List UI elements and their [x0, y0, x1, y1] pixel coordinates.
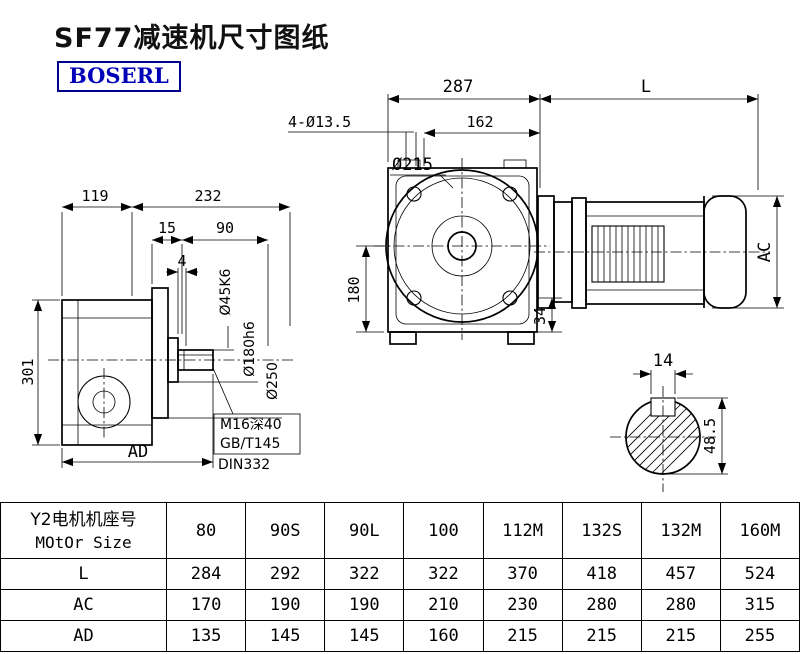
- table-cell: 457: [640, 558, 721, 590]
- dim-180: 180: [345, 276, 363, 303]
- dim-bolt-holes: 4-Ø13.5: [288, 113, 351, 131]
- motor-size-table: Y2电机机座号 MOtOr Size 80 90S 90L 100 112M 1…: [0, 502, 800, 652]
- foot: [507, 331, 535, 345]
- dim-162: 162: [466, 113, 493, 131]
- front-view: [374, 158, 550, 345]
- size-header: 90L: [324, 502, 405, 559]
- size-header: 132M: [640, 502, 721, 559]
- dim-key-height: 48.5: [701, 418, 719, 454]
- dim-15: 15: [158, 219, 176, 237]
- dim-287: 287: [443, 77, 474, 97]
- dim-AC: AC: [755, 242, 775, 262]
- dim-key-width: 14: [653, 351, 673, 371]
- dim-spigot-diameter: Ø180h6: [242, 321, 258, 377]
- dim-34: 34: [531, 307, 549, 325]
- dim-AD: AD: [128, 442, 148, 462]
- row-label: L: [0, 558, 167, 590]
- note-din-standard: DIN332: [218, 457, 270, 473]
- technical-drawing: 119 232 15 90 4 301 AD Ø45K6 Ø180h6 Ø250: [19, 77, 784, 492]
- size-header: 90S: [245, 502, 326, 559]
- shaft-section: 14 48.5: [610, 351, 728, 492]
- page-title: SF77减速机尺寸图纸: [54, 23, 330, 54]
- bolt-hole: [502, 290, 518, 306]
- row-label: AC: [0, 589, 167, 621]
- size-header: 80: [165, 502, 247, 559]
- note-gb-standard: GB/T145: [220, 436, 280, 452]
- table-row-AC: AC 170 190 190 210 230 280 280 315: [0, 589, 800, 621]
- table-cell: 280: [561, 589, 642, 621]
- size-header: 112M: [482, 502, 563, 559]
- bolt-hole: [406, 186, 422, 202]
- bolt-hole: [502, 186, 518, 202]
- table-cell: 190: [245, 589, 326, 621]
- size-header: 100: [403, 502, 484, 559]
- brand-logo: BOSERL: [57, 61, 181, 92]
- dim-4: 4: [177, 252, 186, 270]
- dim-flange-circle: Ø215: [392, 155, 433, 175]
- table-cell: 160: [403, 620, 484, 652]
- motor-view: [534, 195, 770, 309]
- table-cell: 418: [561, 558, 642, 590]
- table-cell: 145: [245, 620, 326, 652]
- table-cell: 322: [324, 558, 405, 590]
- table-row-AD: AD 135 145 145 160 215 215 215 255: [0, 620, 800, 652]
- table-cell: 210: [403, 589, 484, 621]
- dim-119: 119: [81, 187, 108, 205]
- foot: [389, 331, 417, 345]
- size-header: 132S: [561, 502, 642, 559]
- table-cell: 255: [719, 620, 800, 652]
- table-corner-cell: Y2电机机座号 MOtOr Size: [0, 502, 167, 559]
- table-cell: 230: [482, 589, 563, 621]
- side-view-dimensions: 119 232 15 90 4 301 AD Ø45K6 Ø180h6 Ø250: [19, 187, 301, 473]
- table-cell: 135: [165, 620, 247, 652]
- table-row-L: L 284 292 322 322 370 418 457 524: [0, 558, 800, 590]
- table-cell: 190: [324, 589, 405, 621]
- table-cell: 215: [561, 620, 642, 652]
- table-cell: 215: [482, 620, 563, 652]
- table-cell: 370: [482, 558, 563, 590]
- table-header-row: Y2电机机座号 MOtOr Size 80 90S 90L 100 112M 1…: [0, 502, 800, 559]
- dim-L: L: [641, 77, 651, 97]
- table-cell: 292: [245, 558, 326, 590]
- table-cell: 280: [640, 589, 721, 621]
- table-cell: 322: [403, 558, 484, 590]
- dim-232: 232: [194, 187, 221, 205]
- dim-shaft-diameter: Ø45K6: [218, 268, 234, 315]
- table-cell: 284: [165, 558, 247, 590]
- table-cell: 145: [324, 620, 405, 652]
- row-label: AD: [0, 620, 167, 652]
- table-cell: 524: [719, 558, 800, 590]
- dim-301: 301: [19, 358, 37, 385]
- motor-frame-label-en: MOtOr Size: [35, 532, 132, 552]
- table-cell: 215: [640, 620, 721, 652]
- motor-frame-label-cn: Y2电机机座号: [30, 510, 137, 530]
- note-tap-hole: M16深40: [220, 417, 282, 433]
- dim-flange-od: Ø250: [265, 362, 281, 400]
- bolt-hole: [406, 290, 422, 306]
- dim-90: 90: [216, 219, 234, 237]
- front-view-dimensions: 287 L 162 4-Ø13.5 Ø215 180 34 AC: [288, 77, 784, 333]
- side-view: [48, 287, 296, 446]
- size-header: 160M: [719, 502, 800, 559]
- table-cell: 315: [719, 589, 800, 621]
- table-cell: 170: [165, 589, 247, 621]
